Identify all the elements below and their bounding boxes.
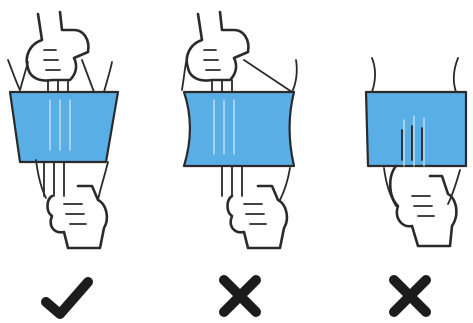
top-hand-icon xyxy=(182,12,297,92)
checkmark-icon xyxy=(46,282,88,314)
cross-icon xyxy=(394,280,426,312)
cross-icon xyxy=(224,280,256,312)
band-shape xyxy=(184,92,294,166)
panel-incorrect-bottom-grip xyxy=(366,58,466,312)
band-shape xyxy=(10,92,118,162)
band-shape xyxy=(366,92,466,166)
panel-correct xyxy=(8,12,118,314)
bottom-hand-icon xyxy=(36,160,108,248)
bottom-hand-icon xyxy=(222,166,290,248)
top-hand-icon xyxy=(8,12,112,92)
panel-incorrect-narrow-middle xyxy=(182,12,297,312)
